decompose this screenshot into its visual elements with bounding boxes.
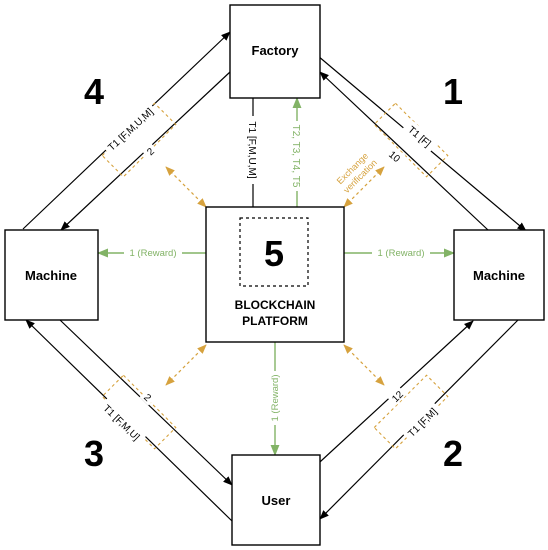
edge-label-br-t1-group: T1 [F,M] <box>401 401 442 442</box>
machine-right-box <box>453 229 545 321</box>
edge-label-factory-up-group: T2, T3, T4, T5 <box>290 121 304 191</box>
exchange-arrow-bottom-right <box>343 344 385 386</box>
machine-right-label: Machine <box>473 268 525 283</box>
quadrant-number-2: 2 <box>443 433 463 474</box>
platform-line2: PLATFORM <box>242 314 308 328</box>
edge-label-tl-count: 2 <box>145 146 157 158</box>
user-label: User <box>262 493 291 508</box>
machine-left-box <box>4 229 99 321</box>
user-box <box>231 454 321 546</box>
platform-number: 5 <box>264 233 284 274</box>
quadrant-number-1: 1 <box>443 71 463 112</box>
edge-label-tl-count-group: 2 <box>140 141 159 160</box>
quadrant-number-4: 4 <box>84 71 104 112</box>
edge-label-bl-t1: T1 [F,M,U] <box>101 403 142 443</box>
exchange-arrow-bottom-left <box>165 344 207 386</box>
edge-label-factory-down-group: T1 [F,M,U,M] <box>246 116 260 184</box>
arrow-machine-right-to-factory <box>319 71 489 231</box>
platform-line1: BLOCKCHAIN <box>235 298 316 312</box>
label-box-top-right <box>373 102 449 178</box>
edge-label-tr-t1-group: T1 [F] <box>402 119 439 153</box>
exchange-arrow-top-left <box>165 166 207 208</box>
reward-label-right: 1 (Reward) <box>378 248 425 259</box>
arrow-user-to-machine-right <box>295 320 474 485</box>
factory-label: Factory <box>252 43 300 58</box>
exchange-verification-label: Exchange verification <box>335 151 379 195</box>
reward-label-left: 1 (Reward) <box>130 248 177 259</box>
reward-label-down: 1 (Reward) <box>270 375 281 422</box>
edge-label-bl-t1-group: T1 [F,M,U] <box>98 398 147 446</box>
edge-label-factory-up: T2, T3, T4, T5 <box>290 125 301 188</box>
edge-label-bl-count: 2 <box>141 392 153 404</box>
edge-label-br-count-group: 12 <box>386 385 407 406</box>
platform-inner-dashed-box <box>239 217 309 287</box>
edge-label-factory-down: T1 [F,M,U,M] <box>246 121 257 178</box>
reward-label-down-group: 1 (Reward) <box>268 371 281 425</box>
factory-box <box>229 4 321 99</box>
machine-left-label: Machine <box>25 268 77 283</box>
edge-label-bl-count-group: 2 <box>139 387 158 406</box>
edge-label-tr-count-group: 10 <box>385 145 406 166</box>
quadrant-number-3: 3 <box>84 433 104 474</box>
